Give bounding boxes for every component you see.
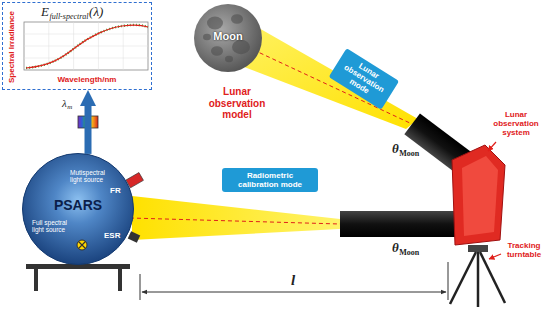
port-label: ESR: [104, 231, 120, 240]
source-label: Full spectral light source: [32, 219, 78, 234]
turntable-label: Tracking turntable: [500, 241, 548, 259]
moon-label: Moon: [213, 30, 242, 43]
moon-beam: [205, 24, 418, 129]
calibration-beam: [132, 196, 340, 240]
symbol-subscript: full-spectral: [49, 12, 88, 21]
mode-label: Radiometric calibration mode: [226, 171, 314, 189]
symbol-letter: E: [41, 5, 49, 20]
integrating-sphere: PSARS Mutispectral light sourceFR ESR Full …: [22, 153, 134, 265]
optical-axis: [130, 218, 340, 224]
spectral-chart: [24, 22, 148, 70]
model-title: Lunar observation model: [204, 86, 270, 121]
leader-arrow: [488, 142, 496, 151]
mode-label: Lunar observation mode: [334, 53, 394, 105]
axis-title: Spectral Irradiance: [7, 11, 16, 83]
distance-dimension: [140, 262, 448, 300]
system-label: Lunar observation system: [486, 110, 546, 138]
angle-symbol: θ: [392, 241, 399, 256]
esr-port: [128, 231, 140, 242]
wavelength-symbol: λ: [62, 97, 67, 110]
angle-subscript: Moon: [399, 149, 419, 158]
distance-label: l: [291, 272, 295, 289]
spectral-inset: Efull-spectral(λ) Spectral IrradianceWave…: [2, 2, 152, 90]
flow-arrow: [85, 106, 92, 154]
wavelength-subscript: m: [67, 103, 72, 111]
angle-subscript: Moon: [399, 248, 419, 257]
lunar-observation-instrument: [340, 113, 505, 245]
sphere-stand: [26, 264, 130, 291]
port-label: FR: [110, 186, 121, 195]
mode-box: Lunar observation mode: [329, 48, 399, 109]
symbol-argument: (λ): [89, 5, 103, 20]
leader-arrow: [489, 254, 501, 259]
axis-title: Wavelength/nm: [58, 75, 117, 84]
mode-box: Radiometric calibration mode: [222, 168, 318, 192]
source-label: Mutispectral light source: [70, 169, 118, 184]
tracking-turntable: [450, 245, 505, 307]
angle-symbol: θ: [392, 142, 399, 157]
moon-body: Moon: [193, 3, 263, 73]
lamp-symbol: [77, 240, 87, 250]
sphere-name: PSARS: [54, 197, 102, 213]
